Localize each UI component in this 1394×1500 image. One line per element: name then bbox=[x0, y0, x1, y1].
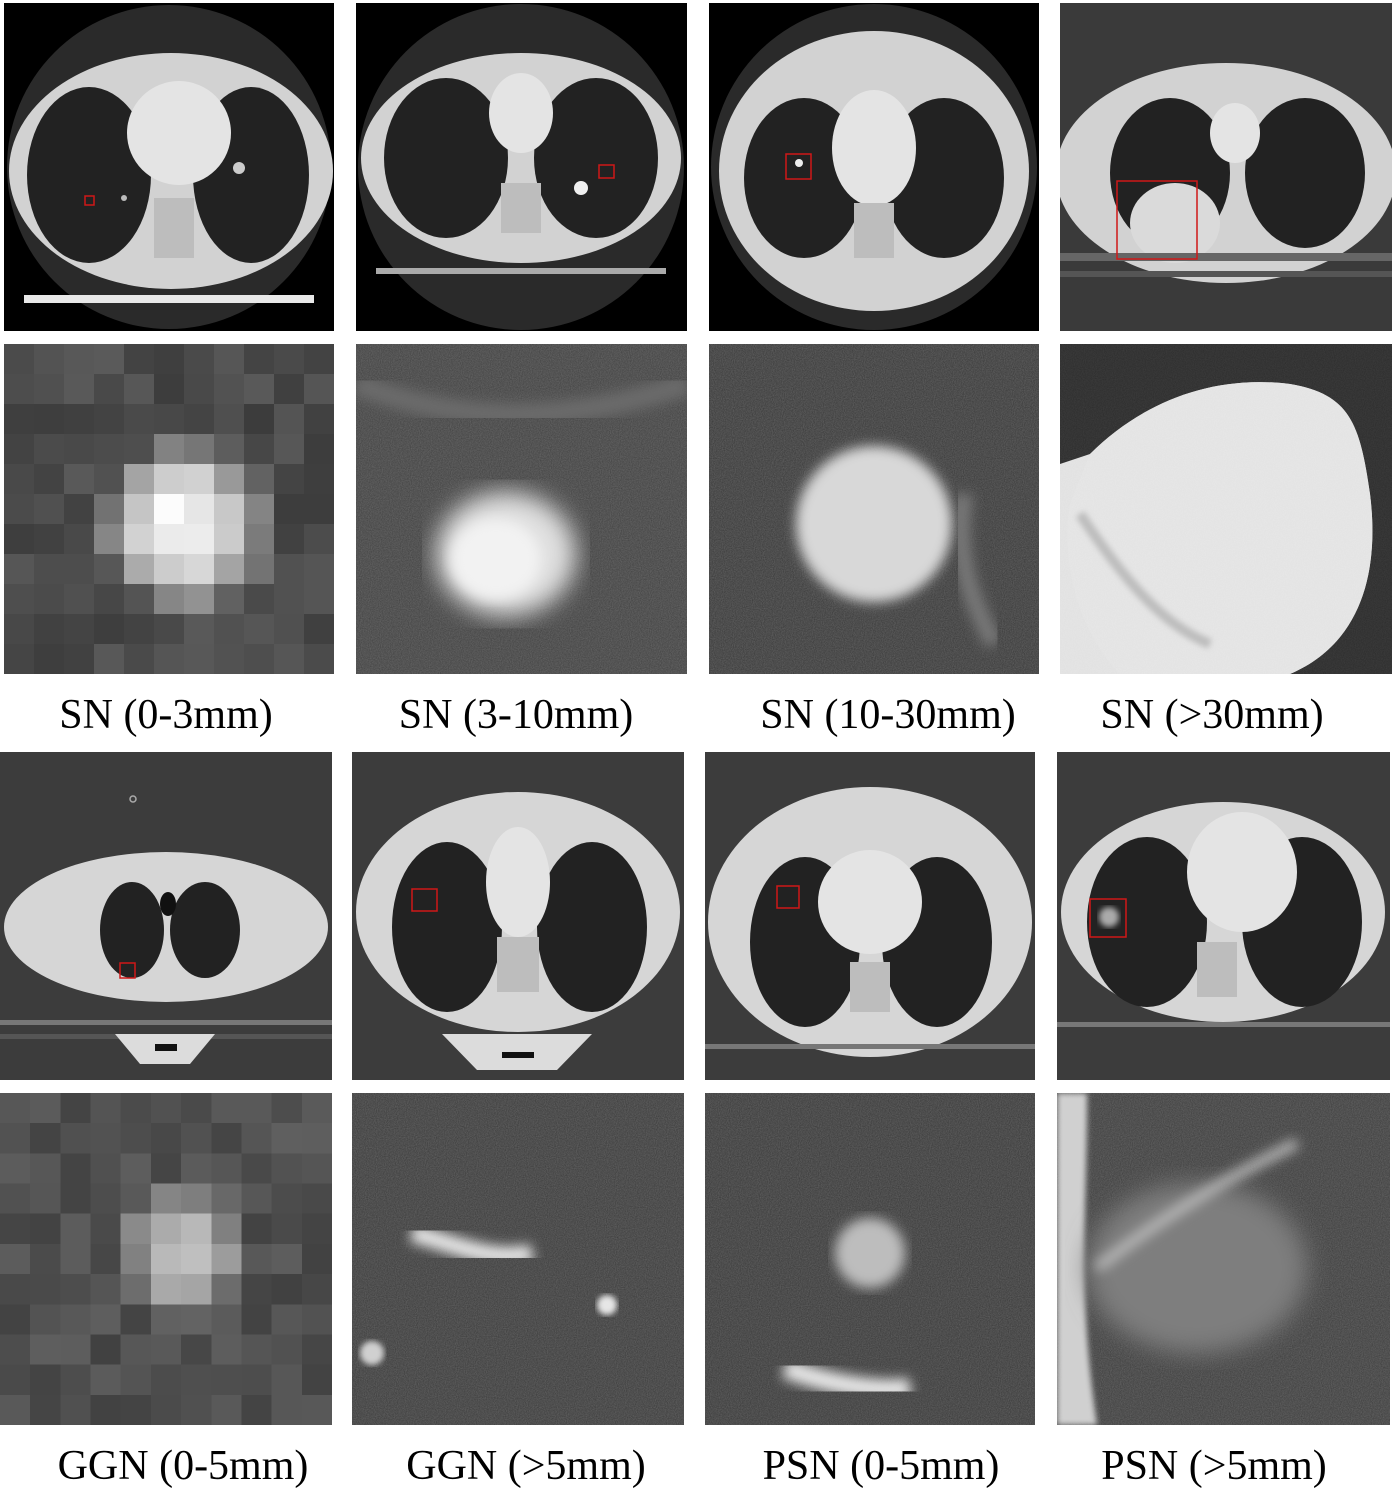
ct-slice-sn-0-3mm bbox=[4, 3, 334, 331]
zoom-psn-0-5mm bbox=[705, 1093, 1035, 1425]
ct-slice-sn-10-30mm bbox=[709, 3, 1039, 331]
zoom-sn-0-3mm bbox=[4, 344, 334, 674]
ct-slice-sn-3-10mm bbox=[356, 3, 687, 331]
ct-slice-ggn-0-5mm bbox=[0, 752, 332, 1080]
roi-box bbox=[598, 164, 615, 179]
ct-slice-psn-0-5mm bbox=[705, 752, 1035, 1080]
ct-slice-ggn-gt-5mm bbox=[352, 752, 684, 1080]
roi-box bbox=[1089, 898, 1127, 938]
label-sn-10-30mm: SN (10-30mm) bbox=[760, 692, 1016, 738]
zoom-psn-gt-5mm bbox=[1057, 1093, 1390, 1425]
label-sn-0-3mm: SN (0-3mm) bbox=[59, 692, 273, 738]
ct-slice-sn-gt-30mm bbox=[1060, 3, 1392, 331]
roi-box bbox=[776, 885, 800, 909]
roi-box bbox=[84, 195, 95, 206]
roi-box bbox=[411, 888, 438, 912]
label-sn-3-10mm: SN (3-10mm) bbox=[398, 692, 634, 738]
ct-slice-psn-gt-5mm bbox=[1057, 752, 1390, 1080]
zoom-ggn-0-5mm bbox=[0, 1093, 332, 1425]
roi-box bbox=[119, 962, 136, 979]
label-psn-0-5mm: PSN (0-5mm) bbox=[762, 1443, 1000, 1489]
roi-box bbox=[1116, 180, 1198, 260]
zoom-sn-10-30mm bbox=[709, 344, 1039, 674]
label-psn-gt-5mm: PSN (>5mm) bbox=[1101, 1443, 1327, 1489]
zoom-sn-3-10mm bbox=[356, 344, 687, 674]
label-ggn-gt-5mm: GGN (>5mm) bbox=[406, 1443, 646, 1489]
label-ggn-0-5mm: GGN (0-5mm) bbox=[57, 1443, 309, 1489]
label-sn-gt-30mm: SN (>30mm) bbox=[1100, 692, 1324, 738]
zoom-sn-gt-30mm bbox=[1060, 344, 1392, 674]
roi-box bbox=[785, 153, 812, 180]
zoom-ggn-gt-5mm bbox=[352, 1093, 684, 1425]
